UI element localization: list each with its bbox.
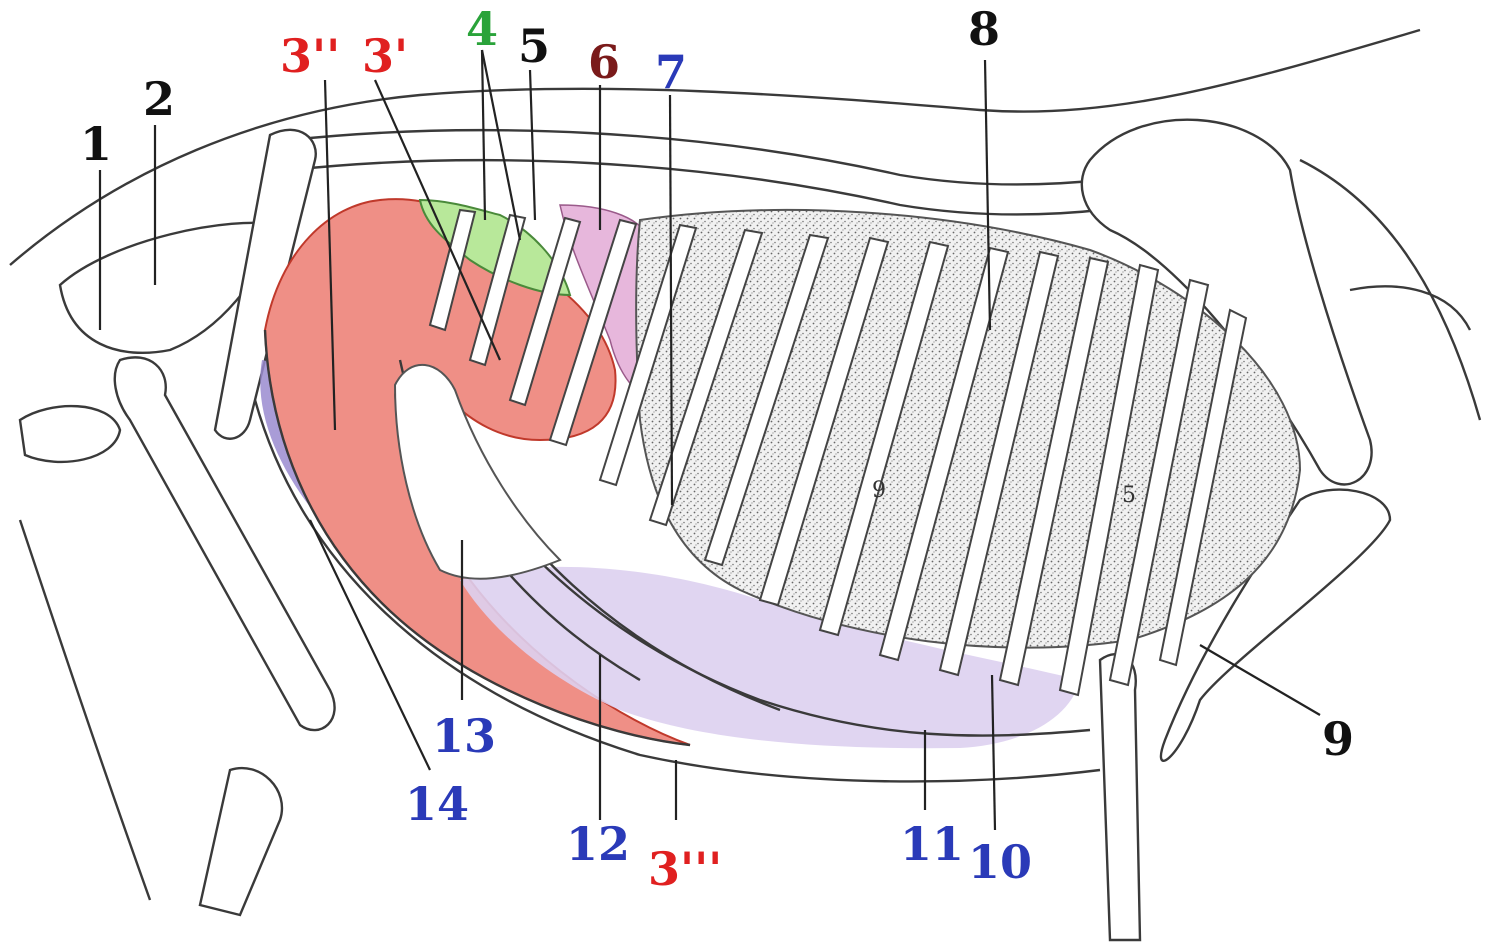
label-13: 13 (432, 709, 496, 763)
pelvic-vertebra (1350, 286, 1470, 330)
label-7: 7 (655, 45, 687, 99)
label-14: 14 (405, 777, 469, 831)
rib-mark-right: 5 (1122, 483, 1136, 508)
label-1: 1 (80, 117, 112, 171)
label-3-triple-prime: 3''' (648, 842, 722, 896)
hind-leg-bone (1100, 654, 1140, 940)
label-9: 9 (1322, 712, 1354, 766)
label-6: 6 (588, 35, 620, 89)
joint-bone (20, 406, 120, 462)
label-5: 5 (518, 19, 550, 73)
label-2: 2 (143, 72, 175, 126)
forearm-bone (200, 768, 282, 915)
label-4: 4 (466, 2, 498, 56)
label-10: 10 (968, 835, 1032, 889)
foreleg-outline (20, 520, 150, 900)
rib-mark-left: 9 (872, 478, 886, 503)
label-3-prime: 3' (362, 29, 408, 83)
label-8: 8 (968, 2, 1000, 56)
label-11: 11 (900, 817, 964, 871)
label-12: 12 (566, 817, 630, 871)
label-3-double-prime: 3'' (280, 29, 340, 83)
